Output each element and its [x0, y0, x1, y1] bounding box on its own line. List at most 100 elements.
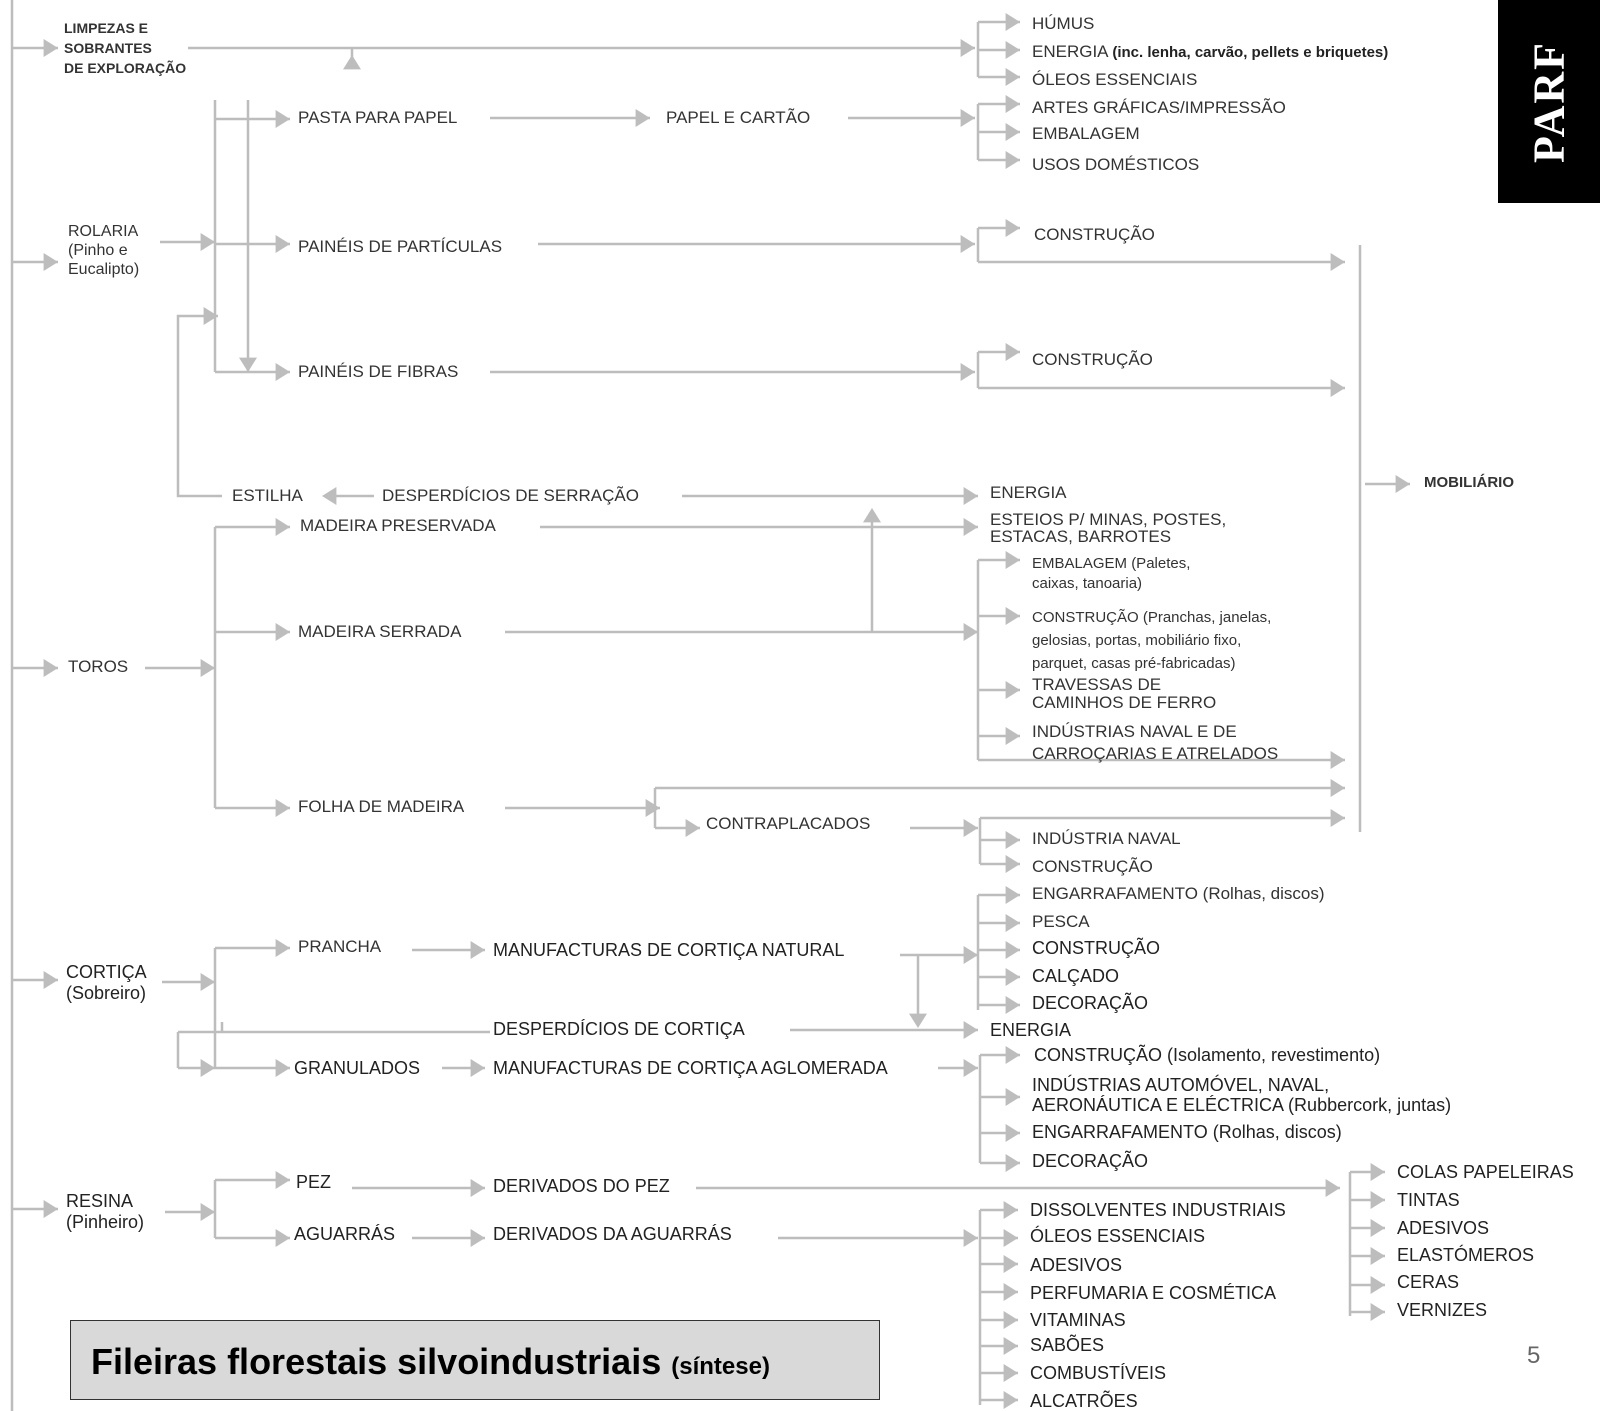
connector-arrowhead [685, 819, 700, 837]
connector-arrowhead [275, 799, 290, 817]
product-industria-naval: INDÚSTRIA NAVAL [1032, 829, 1181, 848]
product-oleos-essenciais-2: ÓLEOS ESSENCIAIS [1030, 1226, 1206, 1246]
source-cortica: CORTIÇA (Sobreiro) [66, 962, 147, 1003]
product-dissolventes: DISSOLVENTES INDUSTRIAIS [1030, 1200, 1286, 1220]
connector-arrowhead [200, 973, 215, 991]
connector-arrowhead [1005, 914, 1020, 932]
node-granulados: GRANULADOS [294, 1058, 421, 1078]
connector-arrowhead [960, 109, 975, 127]
product-energia-3: ENERGIA [990, 1020, 1072, 1040]
connector-arrowhead [200, 233, 215, 251]
node-madeira-serrada: MADEIRA SERRADA [298, 622, 462, 641]
connector-arrowhead [1330, 779, 1345, 797]
connector-arrowhead [645, 799, 660, 817]
product-construcao-5: CONSTRUÇÃO [1032, 938, 1161, 958]
connector-arrowhead [1003, 1364, 1018, 1382]
product-construcao-3: CONSTRUÇÃO (Pranchas, janelas, gelosias,… [1032, 609, 1272, 672]
product-energia-2: ENERGIA [990, 483, 1067, 502]
connector-arrowhead [275, 1171, 290, 1189]
node-manufacturas-aglomerada: MANUFACTURAS DE CORTIÇA AGLOMERADA [493, 1058, 888, 1078]
connector-arrowhead [1330, 809, 1345, 827]
connector-arrowhead [1370, 1247, 1385, 1265]
node-derivados-aguarras: DERIVADOS DA AGUARRÁS [493, 1224, 732, 1244]
node-manufacturas-natural: MANUFACTURAS DE CORTIÇA NATURAL [493, 940, 845, 960]
connector-arrowhead [1003, 1255, 1018, 1273]
connector-arrowhead [1005, 607, 1020, 625]
product-oleos-essenciais-1: ÓLEOS ESSENCIAIS [1032, 70, 1198, 89]
connector-arrowhead [1003, 1391, 1018, 1409]
product-colas-papeleiras: COLAS PAPELEIRAS [1397, 1162, 1574, 1182]
connector-arrowhead [1005, 886, 1020, 904]
node-aguarras: AGUARRÁS [294, 1224, 396, 1244]
connector-arrowhead [1370, 1163, 1385, 1181]
node-paineis-fibras: PAINÉIS DE FIBRAS [298, 362, 459, 381]
product-alcatroes: ALCATRÕES [1030, 1391, 1138, 1411]
product-decoracao-2: DECORAÇÃO [1032, 1151, 1149, 1171]
connector-arrowhead [1005, 219, 1020, 237]
product-engarrafamento-2: ENGARRAFAMENTO (Rolhas, discos) [1032, 1122, 1342, 1142]
product-engarrafamento-1: ENGARRAFAMENTO (Rolhas, discos) [1032, 884, 1325, 903]
connector-arrowhead [1005, 1088, 1020, 1106]
product-calcado: CALÇADO [1032, 966, 1120, 986]
connector-arrowhead [1005, 13, 1020, 31]
title-box: Fileiras florestais silvoindustriais (sí… [70, 1320, 880, 1400]
connector-arrowhead [203, 307, 218, 325]
connector-arrowhead [275, 1059, 290, 1077]
source-limpezas: LIMPEZAS E SOBRANTES DE EXPLORAÇÃO [64, 20, 187, 76]
product-construcao-4: CONSTRUÇÃO [1032, 857, 1153, 876]
connector-arrowhead [275, 235, 290, 253]
connector-arrowhead [963, 518, 978, 536]
connector-arrowhead [960, 235, 975, 253]
connector-arrowhead [1003, 1283, 1018, 1301]
connector-arrowhead [1005, 727, 1020, 745]
connector-arrowhead [1370, 1191, 1385, 1209]
product-combustiveis: COMBUSTÍVEIS [1030, 1363, 1167, 1383]
product-industrias-automovel: INDÚSTRIAS AUTOMÓVEL, NAVAL, AERONÁUTICA… [1032, 1075, 1452, 1115]
node-paineis-particulas: PAINÉIS DE PARTÍCULAS [298, 237, 503, 256]
product-vernizes: VERNIZES [1397, 1300, 1488, 1320]
product-vitaminas: VITAMINAS [1030, 1310, 1126, 1330]
product-travessas: TRAVESSAS DE CAMINHOS DE FERRO [1032, 675, 1217, 712]
connector-arrowhead [963, 819, 978, 837]
node-desperdicios-serracao: DESPERDÍCIOS DE SERRAÇÃO [382, 486, 639, 505]
product-tintas: TINTAS [1397, 1190, 1460, 1210]
node-madeira-preservada: MADEIRA PRESERVADA [300, 516, 496, 535]
connector-arrowhead [200, 1059, 215, 1077]
connector-arrowhead [1005, 151, 1020, 169]
connector-arrowhead [343, 55, 361, 70]
connector-arrowhead [1005, 343, 1020, 361]
connector-arrowhead [1330, 751, 1345, 769]
connector-arrowhead [1005, 1124, 1020, 1142]
connector-arrowhead [239, 357, 257, 372]
connector-arrowhead [275, 110, 290, 128]
product-energia-1: ENERGIA (inc. lenha, carvão, pellets e b… [1032, 42, 1389, 61]
connector-arrowhead [43, 1200, 58, 1218]
connector-arrowhead [275, 939, 290, 957]
product-ceras: CERAS [1397, 1272, 1460, 1292]
connector-arrowhead [960, 363, 975, 381]
connector-arrowhead [1005, 68, 1020, 86]
connector-arrowhead [1005, 41, 1020, 59]
connector-arrowhead [275, 518, 290, 536]
connector-arrowhead [960, 39, 975, 57]
node-papel-e-cartao: PAPEL E CARTÃO [666, 108, 811, 127]
product-embalagem-1: EMBALAGEM [1032, 124, 1140, 143]
slide-title: Fileiras florestais silvoindustriais (sí… [91, 1341, 770, 1382]
connector-arrowhead [1330, 253, 1345, 271]
connector-arrowhead [1005, 855, 1020, 873]
connector-arrowhead [1003, 1201, 1018, 1219]
connector-arrowhead [909, 1013, 927, 1028]
connector-arrowhead [963, 487, 978, 505]
connector-arrowhead [275, 623, 290, 641]
connector-arrowhead [1003, 1229, 1018, 1247]
node-pasta-para-papel: PASTA PARA PAPEL [298, 108, 458, 127]
connector-arrowhead [1325, 1179, 1340, 1197]
connector-line [176, 314, 222, 498]
connector-arrowhead [275, 363, 290, 381]
connector-arrowhead [43, 971, 58, 989]
connector-arrowhead [1395, 475, 1410, 493]
node-prancha: PRANCHA [298, 937, 382, 956]
source-toros: TOROS [68, 657, 129, 676]
product-construcao-2: CONSTRUÇÃO [1032, 350, 1153, 369]
